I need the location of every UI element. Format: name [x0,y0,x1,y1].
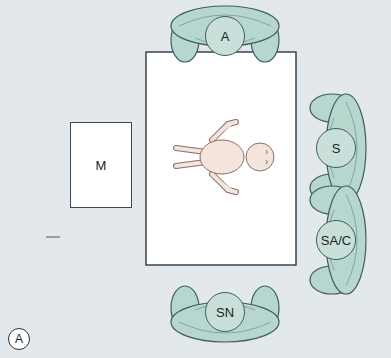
staff-head: S [316,128,356,168]
panel-letter: A [8,328,30,350]
staff-head: SA/C [316,220,356,260]
tick-mark [46,237,60,238]
role-label: A [221,30,230,43]
staff-head: A [205,16,245,56]
infant-figure [176,122,274,192]
anaesthetist-figure [171,6,279,62]
scrub-nurse-figure [171,286,279,342]
surgeon-figure [310,94,366,202]
role-label: M [96,159,107,172]
role-label: SA/C [321,234,351,247]
monitor-box: M [70,122,132,208]
operating-table [146,52,296,265]
assistant-figure [310,186,366,294]
staff-head: SN [205,292,245,332]
role-label: S [332,142,341,155]
role-label: SN [216,306,234,319]
